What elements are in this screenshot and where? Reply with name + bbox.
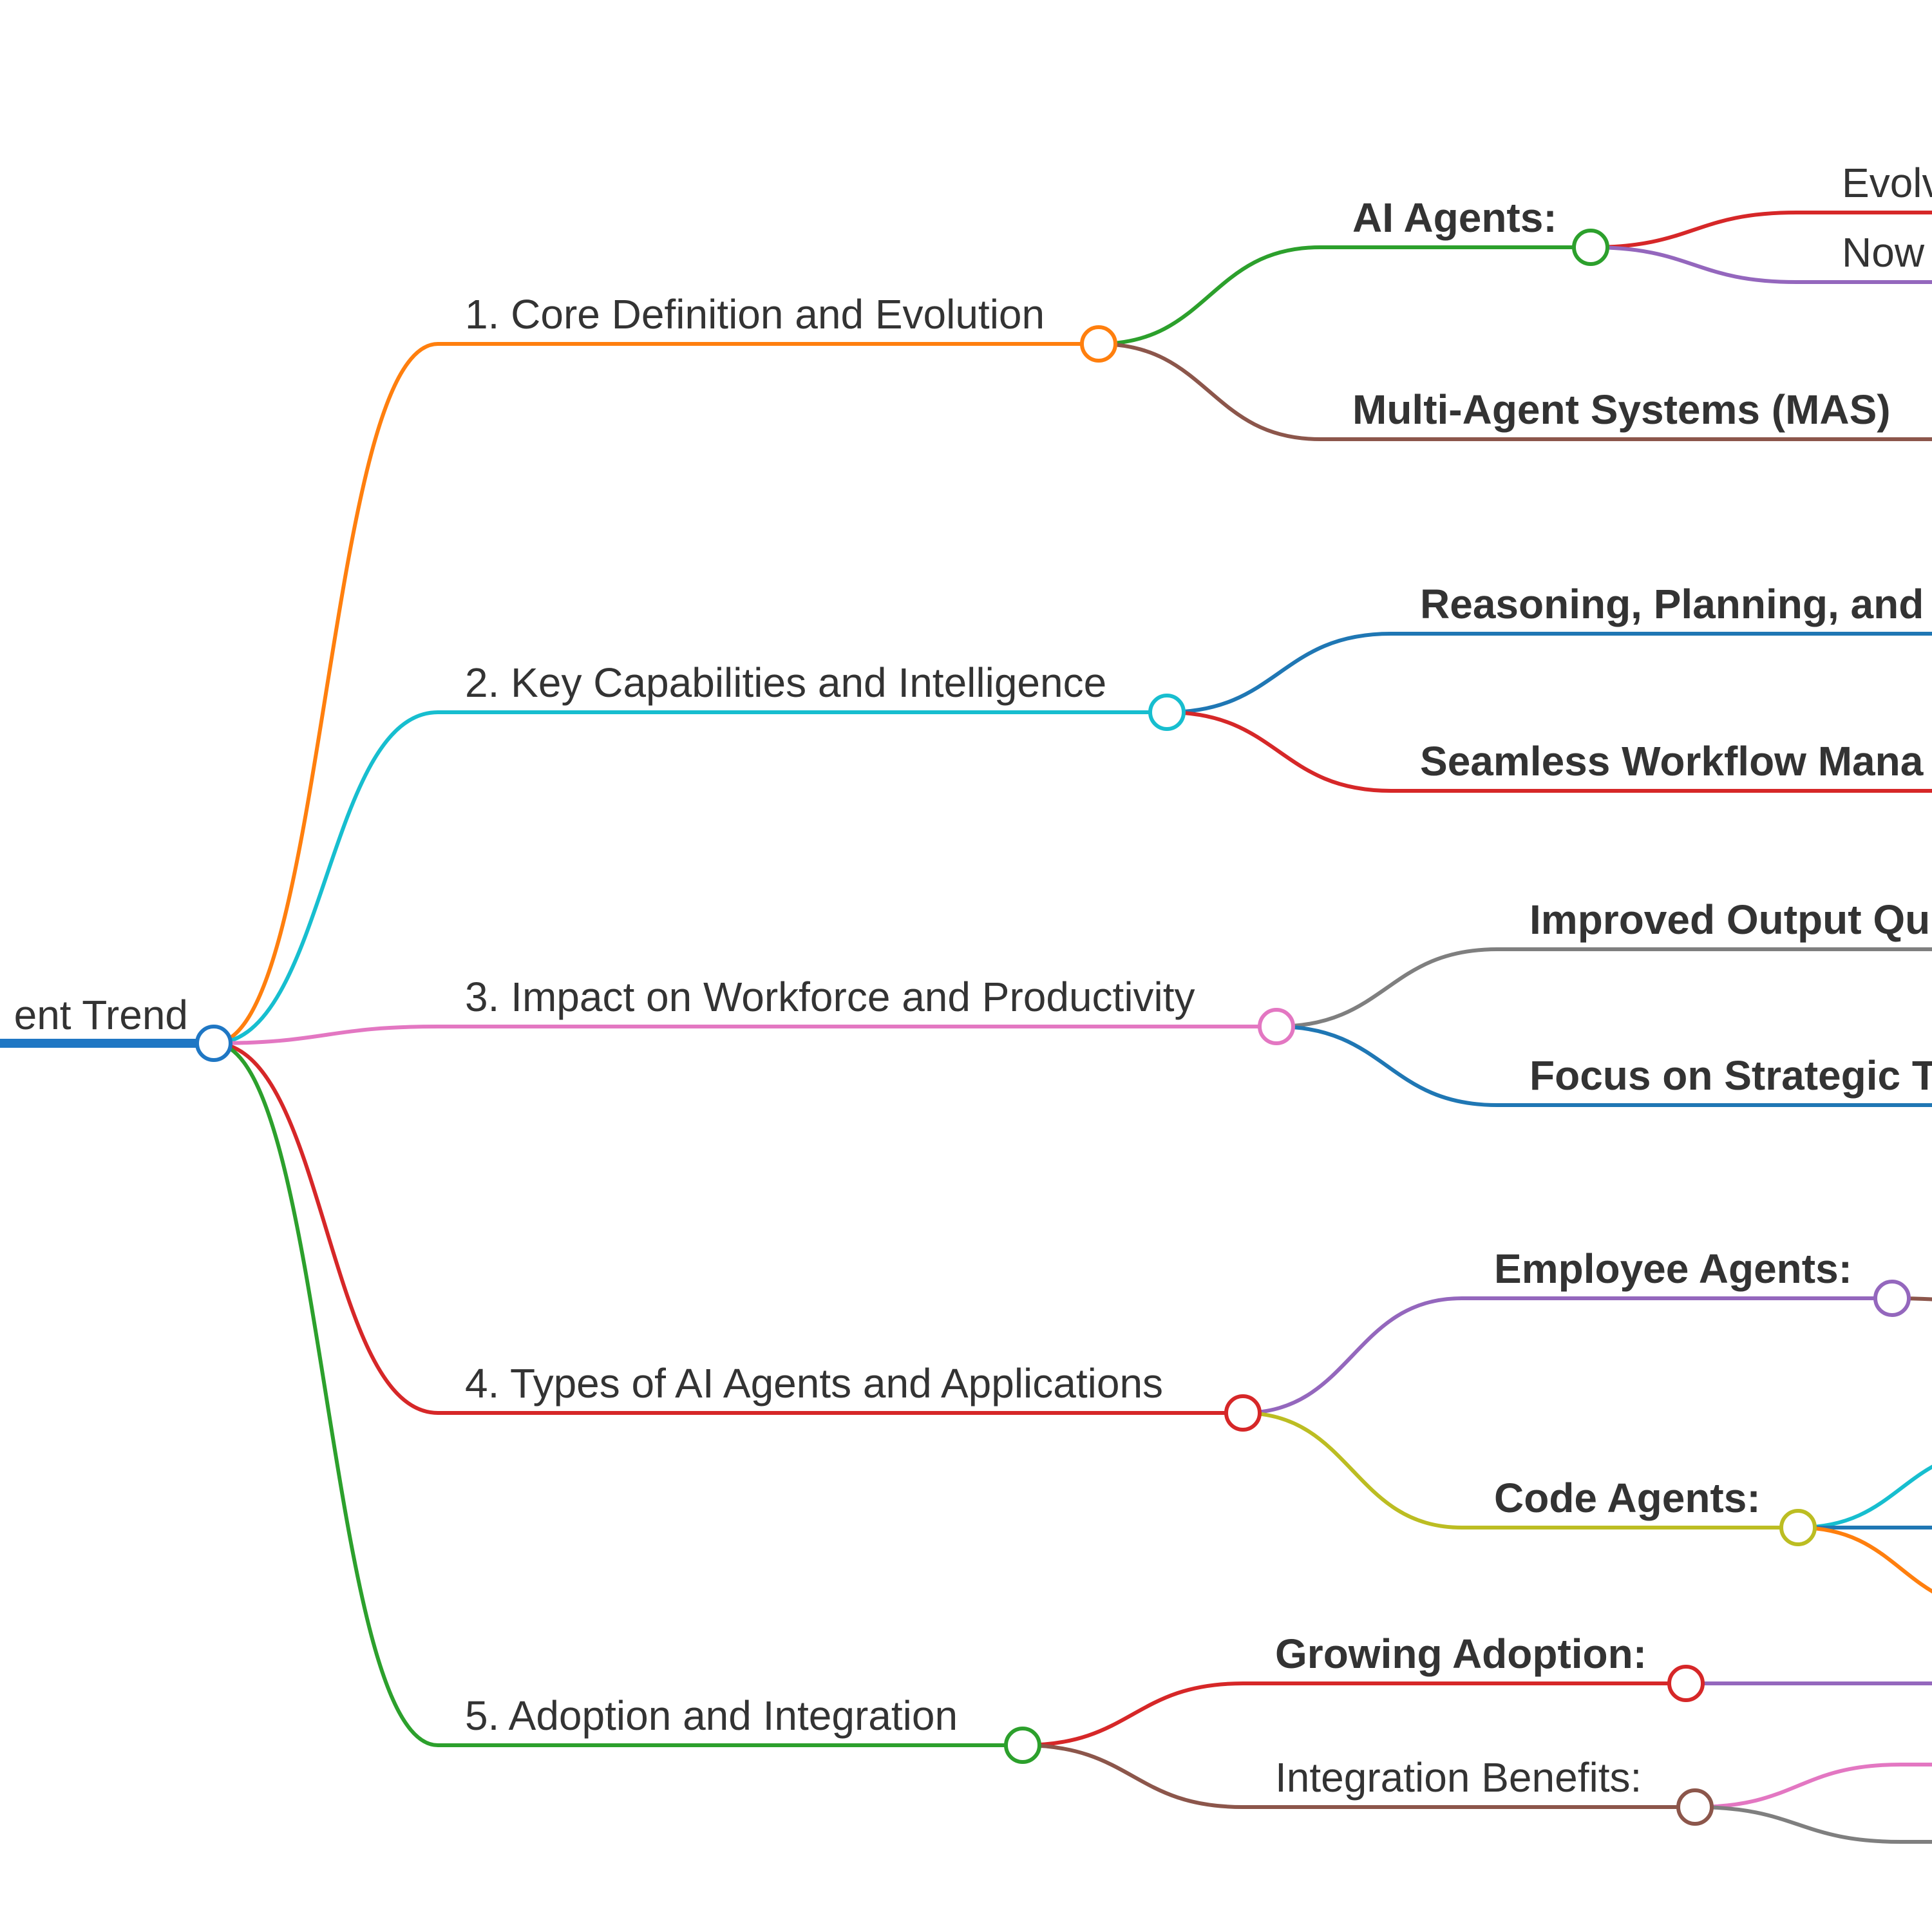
sub-edge-2-2 (1166, 710, 1932, 793)
sub-edge-2-1 (1166, 632, 1932, 714)
sub-label-3-2: Focus on Strategic T (1530, 1052, 1932, 1099)
branch-node-toggle-4[interactable] (1224, 1394, 1262, 1432)
sub-node-toggle-5-2[interactable] (1676, 1788, 1714, 1826)
sub-label-2-1: Reasoning, Planning, and (1420, 581, 1924, 627)
sub-edge-5-1 (1022, 1681, 1686, 1747)
sub-node-toggle-4-1[interactable] (1873, 1280, 1911, 1317)
mindmap-links (0, 211, 1932, 1844)
root-label: ent Trend (14, 992, 188, 1038)
sub-label-4-1: Employee Agents: (1494, 1245, 1852, 1292)
branch-label-3: 3. Impact on Workforce and Productivity (465, 974, 1195, 1020)
leaf-edge-1-1-2 (1590, 245, 1932, 284)
branch-edge-4 (213, 1041, 1243, 1415)
branch-node-toggle-2[interactable] (1148, 694, 1186, 731)
branch-node-toggle-1[interactable] (1080, 325, 1117, 363)
branch-label-4: 4. Types of AI Agents and Applications (465, 1360, 1163, 1406)
branch-label-5: 5. Adoption and Integration (465, 1692, 958, 1739)
mindmap-nodes: ent Trend 1. Core Definition and Evolutio… (14, 160, 1932, 1826)
branch-label-2: 2. Key Capabilities and Intelligence (465, 659, 1106, 706)
leaf-label-1-1-2: Now (1842, 229, 1925, 276)
leaf-edge-1-1-1 (1590, 211, 1932, 249)
branch-edge-2 (213, 710, 1167, 1045)
branch-label-1: 1. Core Definition and Evolution (465, 291, 1045, 337)
leaf-edge-5-2-2 (1694, 1805, 1932, 1844)
branch-edge-1 (213, 342, 1099, 1045)
sub-node-toggle-1-1[interactable] (1572, 229, 1609, 266)
sub-edge-3-2 (1276, 1025, 1932, 1107)
sub-node-toggle-5-1[interactable] (1667, 1665, 1705, 1702)
leaf-edge-4-1-1 (1891, 1296, 1932, 1316)
sub-label-4-2: Code Agents: (1494, 1475, 1761, 1521)
sub-edge-1-1 (1098, 245, 1591, 346)
leaf-edge-4-2-3 (1797, 1526, 1932, 1612)
sub-label-5-2: Integration Benefits: (1275, 1754, 1642, 1801)
sub-label-5-1: Growing Adoption: (1275, 1631, 1647, 1677)
sub-label-2-2: Seamless Workflow Mana (1420, 738, 1924, 784)
branch-edge-5 (213, 1041, 1023, 1747)
sub-node-toggle-4-2[interactable] (1779, 1509, 1817, 1546)
branch-edge-3 (213, 1025, 1276, 1045)
sub-edge-1-2 (1098, 342, 1932, 441)
leaf-edge-5-2-1 (1694, 1763, 1932, 1809)
leaf-edge-4-2-1 (1797, 1447, 1932, 1530)
root-node-toggle[interactable] (195, 1025, 232, 1062)
branch-node-toggle-5[interactable] (1004, 1727, 1041, 1764)
sub-label-1-1: AI Agents: (1352, 194, 1557, 241)
sub-edge-4-1 (1242, 1296, 1892, 1415)
sub-edge-3-1 (1276, 947, 1932, 1028)
sub-label-3-1: Improved Output Qu (1530, 896, 1930, 943)
sub-edge-5-2 (1022, 1743, 1695, 1809)
sub-edge-4-2 (1242, 1411, 1798, 1530)
sub-label-1-2: Multi-Agent Systems (MAS) (1352, 386, 1891, 433)
branch-node-toggle-3[interactable] (1258, 1008, 1295, 1045)
leaf-label-1-1-1: Evolv (1842, 160, 1932, 206)
